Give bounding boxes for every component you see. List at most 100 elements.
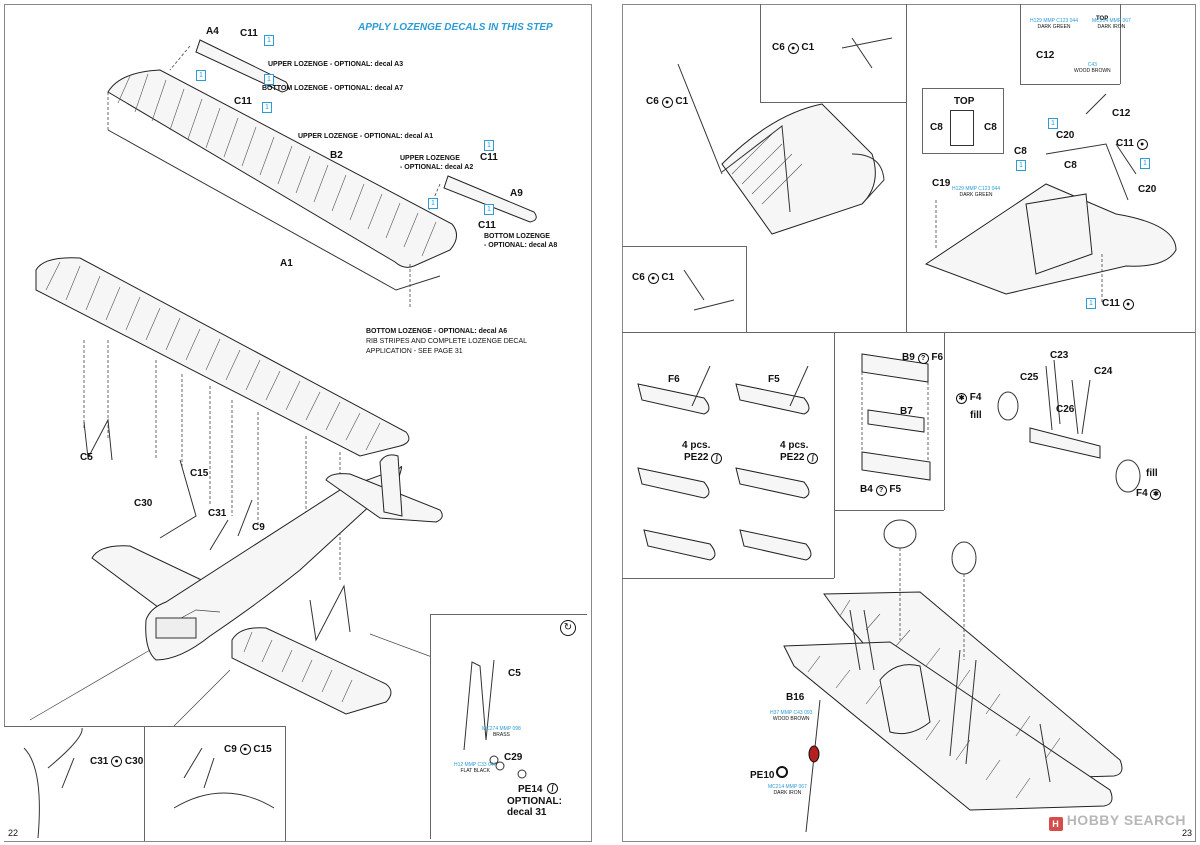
c31-c30-detail (23, 727, 83, 839)
label-b9-f6: B9 ? F6 (902, 352, 944, 364)
note-upper-a2-l2: - OPTIONAL: decal A2 (400, 164, 474, 171)
decal-mark: 1 (428, 198, 438, 209)
divider (760, 4, 761, 102)
c6-c1-detail-bottom (683, 269, 735, 311)
label-c24: C24 (1094, 366, 1113, 377)
decal-mark: 1 (264, 35, 274, 46)
label-c9: C9 (252, 522, 265, 533)
label-b2: B2 (330, 150, 343, 161)
note-bottom-a8-l2: - OPTIONAL: decal A8 (484, 242, 558, 249)
label-c26: C26 (1056, 404, 1075, 415)
page-number-left: 22 (8, 828, 19, 838)
decal-mark: 1 (196, 70, 206, 81)
label-c11-right: C11 (480, 152, 498, 163)
label-c8-a: C8 (930, 122, 943, 133)
divider (922, 88, 1004, 154)
aileron-hinges-drawing (637, 365, 812, 561)
label-f4-a: ✱ F4 (956, 392, 981, 404)
divider (760, 102, 906, 103)
label-c6-c1-b: C6 ● C1 (646, 96, 689, 108)
label-a9: A9 (510, 188, 523, 199)
label-f4-b: F4 ✱ (1136, 488, 1162, 500)
label-b7: B7 (900, 406, 913, 417)
label-c11-a: C11 ● (1116, 138, 1148, 150)
c8-part-sketch (950, 110, 974, 146)
note-bottom-a6: BOTTOM LOZENGE - OPTIONAL: decal A6 (366, 328, 508, 335)
undercarriage-drawing (997, 359, 1141, 493)
tail-surfaces-drawing (861, 353, 931, 481)
label-a1: A1 (280, 258, 293, 269)
c5-detail-drawing (463, 659, 527, 779)
decal-mark: 1 (484, 140, 494, 151)
detail-label-c9: C9 ● C15 (224, 744, 272, 755)
label-fill-a: fill (970, 410, 982, 421)
label-c11-b: C11 ● (1102, 298, 1134, 310)
tail-assembly-drawing (924, 93, 1177, 304)
detail-panel-c9-c15 (144, 726, 286, 841)
label-f5: F5 (768, 374, 780, 385)
divider (1120, 4, 1121, 84)
note-bottom-a8-l1: BOTTOM LOZENGE (484, 233, 550, 240)
decal-mark: 1 (1086, 298, 1096, 309)
note-rib-stripes: RIB STRIPES AND COMPLETE LOZENGE DECAL (366, 338, 528, 345)
page-number-right: 23 (1182, 828, 1193, 838)
label-c8-b: C8 (984, 122, 997, 133)
label-c20-b: C20 (1138, 184, 1157, 195)
detail-label-c31: C31 ● C30 (90, 756, 144, 767)
label-top: TOP (1096, 16, 1109, 22)
divider (622, 246, 746, 247)
label-pe22-a: PE22 ʃ (684, 452, 723, 464)
c6-c1-detail-top (841, 37, 893, 69)
detail-panel-c5 (430, 614, 587, 839)
decal-mark: 1 (1016, 160, 1026, 171)
upper-wing-a1 (107, 69, 457, 308)
note-bottom-a7: BOTTOM LOZENGE - OPTIONAL: decal A7 (262, 85, 404, 92)
note-application: APPLICATION - SEE PAGE 31 (366, 348, 463, 355)
label-c12-b: C12 (1112, 108, 1131, 119)
right-page (622, 4, 1196, 842)
label-c15: C15 (190, 468, 209, 479)
label-c12-a: C12 (1036, 50, 1055, 61)
divider (834, 332, 835, 578)
label-f6: F6 (668, 374, 680, 385)
label-c23: C23 (1050, 350, 1069, 361)
label-pe10: PE10 (750, 770, 775, 781)
divider (1020, 4, 1021, 84)
decal-mark: 1 (1048, 118, 1058, 129)
detail-panel-c31-c30 (4, 726, 145, 841)
note-upper-a1: UPPER LOZENGE - OPTIONAL: decal A1 (298, 133, 434, 140)
c9-c15-detail (173, 747, 275, 809)
label-c11-lower: C11 (478, 220, 496, 231)
label-c11-top: C11 (240, 28, 258, 39)
label-c25: C25 (1020, 372, 1039, 383)
glue-icon: ● (111, 756, 123, 767)
label-pe22-b: PE22 ʃ (780, 452, 819, 464)
label-c31: C31 (208, 508, 227, 519)
cockpit-struts-drawing (677, 63, 885, 235)
decal-mark: 1 (484, 204, 494, 215)
left-page (4, 4, 592, 842)
note-upper-a3: UPPER LOZENGE - OPTIONAL: decal A3 (268, 61, 404, 68)
label-c8-c: C8 (1014, 146, 1027, 157)
divider (906, 4, 907, 332)
label-c30: C30 (134, 498, 153, 509)
label-b16: B16 (786, 692, 805, 703)
label-c6-c1-c: C6 ● C1 (632, 272, 675, 284)
biplane-drawing (783, 519, 1123, 833)
pe10-washer (776, 766, 788, 778)
label-a4: A4 (206, 26, 219, 37)
bend-icon: ʃ (547, 783, 558, 794)
divider (622, 332, 1195, 333)
decal-mark: 1 (1140, 158, 1150, 169)
label-c6-c1-a: C6 ● C1 (772, 42, 815, 54)
fuselage-drawing (29, 340, 443, 761)
label-pe22-b-count: 4 pcs. (780, 440, 809, 451)
label-c20-a: C20 (1056, 130, 1075, 141)
